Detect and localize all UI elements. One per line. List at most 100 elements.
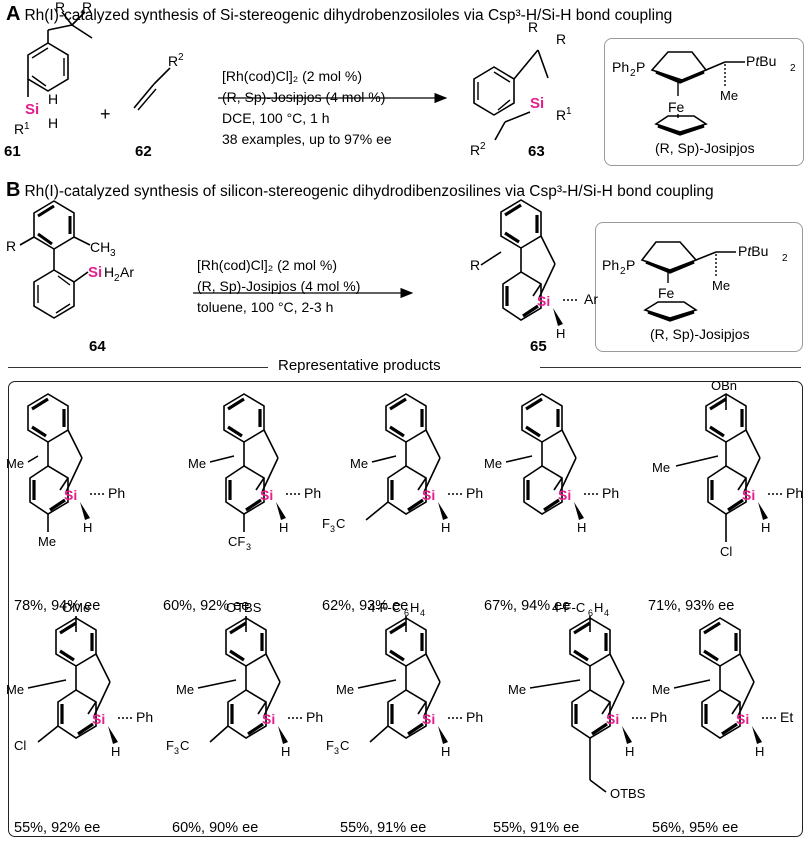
yield-r1-2: 60%, 92% ee (163, 598, 250, 614)
svg-text:CH: CH (90, 239, 110, 255)
yield-r1-3: 62%, 93% ee (322, 598, 409, 614)
svg-text:PtBu: PtBu (738, 243, 768, 259)
svg-text:Cl: Cl (720, 544, 732, 559)
svg-text:2: 2 (790, 63, 796, 74)
svg-text:H: H (410, 600, 419, 615)
label-62: 62 (135, 143, 152, 160)
svg-text:H: H (594, 600, 603, 615)
svg-text:Fe: Fe (658, 285, 675, 301)
product-r1-5: Me OBn Cl Ph (652, 378, 803, 559)
svg-text:1: 1 (24, 121, 30, 132)
svg-text:H: H (48, 115, 58, 131)
label-61: 61 (4, 143, 21, 160)
svg-text:P: P (636, 59, 645, 75)
yield-r1-1: 78%, 94% ee (14, 598, 101, 614)
svg-text:2: 2 (782, 253, 788, 264)
svg-text:Ph: Ph (602, 257, 619, 273)
ligand-name-a: (R, Sp)-Josipjos (655, 140, 755, 156)
plus-sign: + (100, 104, 111, 124)
svg-text:2: 2 (114, 273, 120, 284)
svg-text:OBn: OBn (711, 378, 737, 393)
svg-text:Me: Me (38, 534, 56, 549)
svg-text:Me: Me (720, 88, 738, 103)
svg-text:4: 4 (420, 608, 425, 618)
svg-text:C: C (180, 738, 189, 753)
svg-text:PtBu: PtBu (746, 53, 776, 69)
svg-text:4-F-C: 4-F-C (368, 600, 401, 615)
svg-text:CF: CF (228, 534, 245, 549)
svg-text:R: R (55, 0, 65, 15)
svg-text:6: 6 (588, 608, 593, 618)
yield-r1-5: 71%, 93% ee (648, 598, 735, 614)
svg-text:R: R (470, 257, 480, 273)
product-r2-1: Me OMe Cl Ph (6, 600, 153, 761)
svg-text:Me: Me (652, 460, 670, 475)
svg-text:4: 4 (604, 608, 609, 618)
yield-r2-3: 55%, 91% ee (340, 820, 427, 836)
svg-text:R: R (14, 121, 24, 137)
svg-text:3: 3 (334, 746, 339, 756)
svg-text:Me: Me (350, 456, 368, 471)
svg-text:2: 2 (630, 68, 636, 79)
ligand-box-a (604, 38, 804, 166)
svg-text:Si: Si (88, 264, 102, 281)
product-r1-4: Me Ph (484, 392, 619, 537)
svg-text:H: H (104, 264, 114, 280)
svg-text:Si: Si (25, 101, 39, 118)
svg-text:P: P (626, 257, 635, 273)
conditions-b: [Rh(cod)Cl]₂ (2 mol %) (R, Sp)-Josipjos … (197, 257, 361, 315)
svg-text:Ph: Ph (612, 59, 629, 75)
svg-text:OTBS: OTBS (226, 600, 262, 615)
svg-text:Ph: Ph (466, 709, 483, 725)
separator-right (540, 367, 801, 369)
ligand-box-b (595, 222, 803, 352)
svg-text:Me: Me (336, 682, 354, 697)
svg-text:R: R (168, 53, 178, 69)
svg-text:F: F (326, 738, 334, 753)
svg-text:F: F (166, 738, 174, 753)
label-63: 63 (528, 143, 545, 160)
yield-r2-1: 55%, 92% ee (14, 820, 101, 836)
ligand-name-b: (R, Sp)-Josipjos (650, 326, 750, 342)
product-r1-1: Me Me Ph (6, 392, 125, 549)
svg-text:6: 6 (404, 608, 409, 618)
svg-text:Cl: Cl (14, 738, 26, 753)
svg-text:2: 2 (620, 266, 626, 277)
svg-text:Me: Me (6, 456, 24, 471)
svg-text:Ph: Ph (466, 485, 483, 501)
svg-text:Ph: Ph (306, 709, 323, 725)
separator-left (8, 367, 268, 369)
svg-text:2: 2 (178, 52, 184, 63)
yield-r2-5: 56%, 95% ee (652, 820, 739, 836)
yield-r1-4: 67%, 94% ee (484, 598, 571, 614)
svg-text:R: R (556, 107, 566, 123)
svg-text:Me: Me (176, 682, 194, 697)
svg-text:Me: Me (6, 682, 24, 697)
representative-title: Representative products (278, 357, 441, 374)
yield-r2-4: 55%, 91% ee (493, 820, 580, 836)
svg-text:Fe: Fe (668, 99, 685, 115)
svg-text:1: 1 (566, 106, 572, 117)
svg-text:4-F-C: 4-F-C (552, 600, 585, 615)
svg-text:3: 3 (110, 248, 116, 259)
label-65: 65 (530, 338, 547, 355)
svg-text:C: C (336, 516, 345, 531)
svg-text:Me: Me (508, 682, 526, 697)
svg-text:3: 3 (246, 542, 251, 552)
products-box (8, 381, 803, 837)
svg-text:Ph: Ph (304, 485, 321, 501)
svg-text:R: R (528, 19, 538, 35)
svg-text:Ph: Ph (108, 485, 125, 501)
